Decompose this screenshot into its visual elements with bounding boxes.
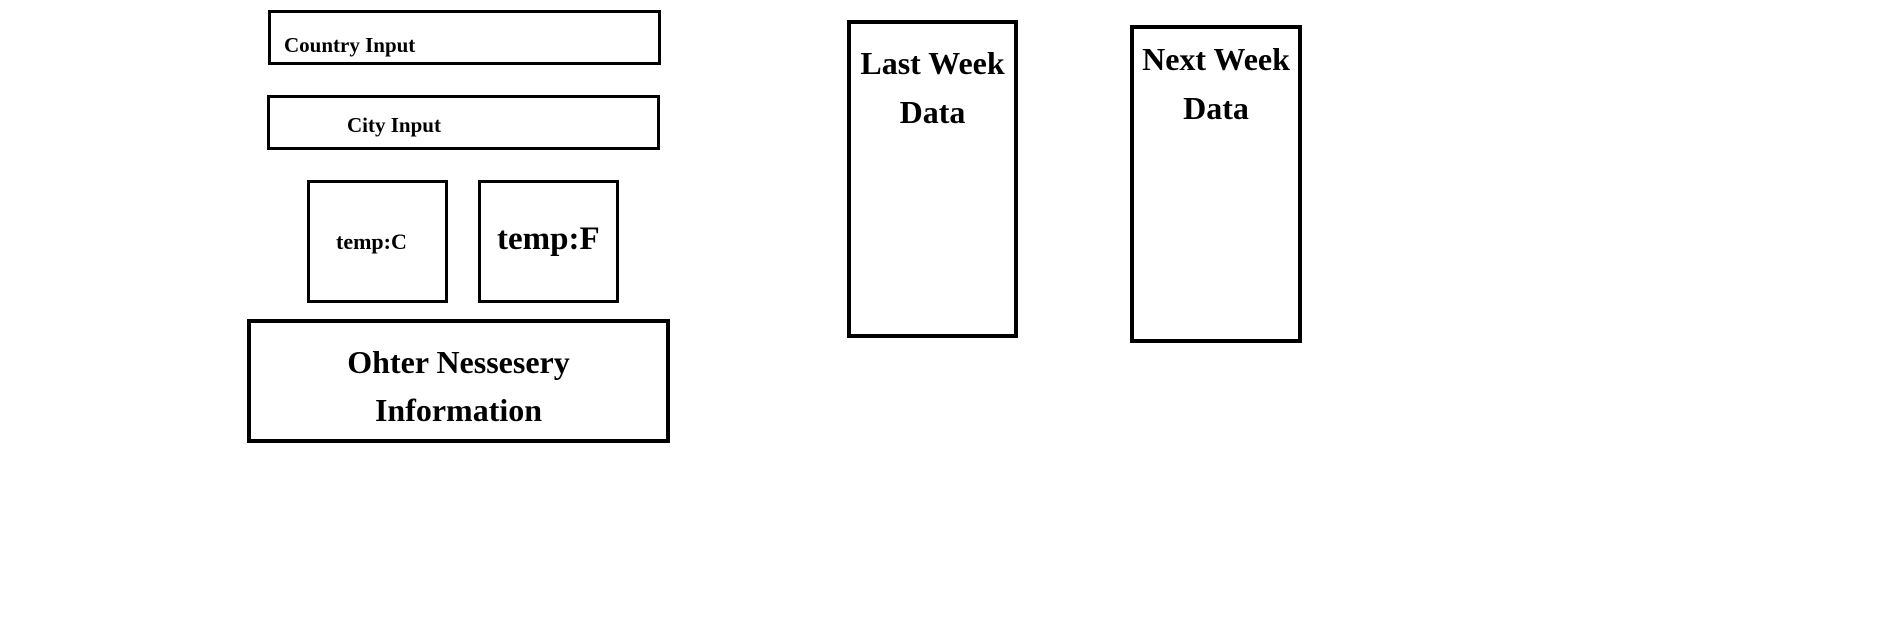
temp-celsius-label: temp:C (336, 229, 407, 254)
next-week-data-label: Next Week Data (1142, 41, 1290, 126)
country-input-label: Country Input (284, 33, 416, 57)
temp-fahrenheit-box: temp:F (478, 180, 619, 303)
other-information-box: Ohter Nessesery Information (247, 319, 670, 443)
city-input-box[interactable]: City Input (267, 95, 660, 150)
temp-fahrenheit-label: temp:F (497, 221, 600, 257)
country-input-box[interactable]: Country Input (268, 10, 661, 65)
temp-celsius-box: temp:C (307, 180, 448, 303)
last-week-data-panel: Last Week Data (847, 20, 1018, 338)
city-input-label: City Input (347, 113, 441, 137)
next-week-data-panel: Next Week Data (1130, 25, 1302, 343)
other-information-label: Ohter Nessesery Information (347, 344, 570, 428)
last-week-data-label: Last Week Data (860, 45, 1005, 130)
